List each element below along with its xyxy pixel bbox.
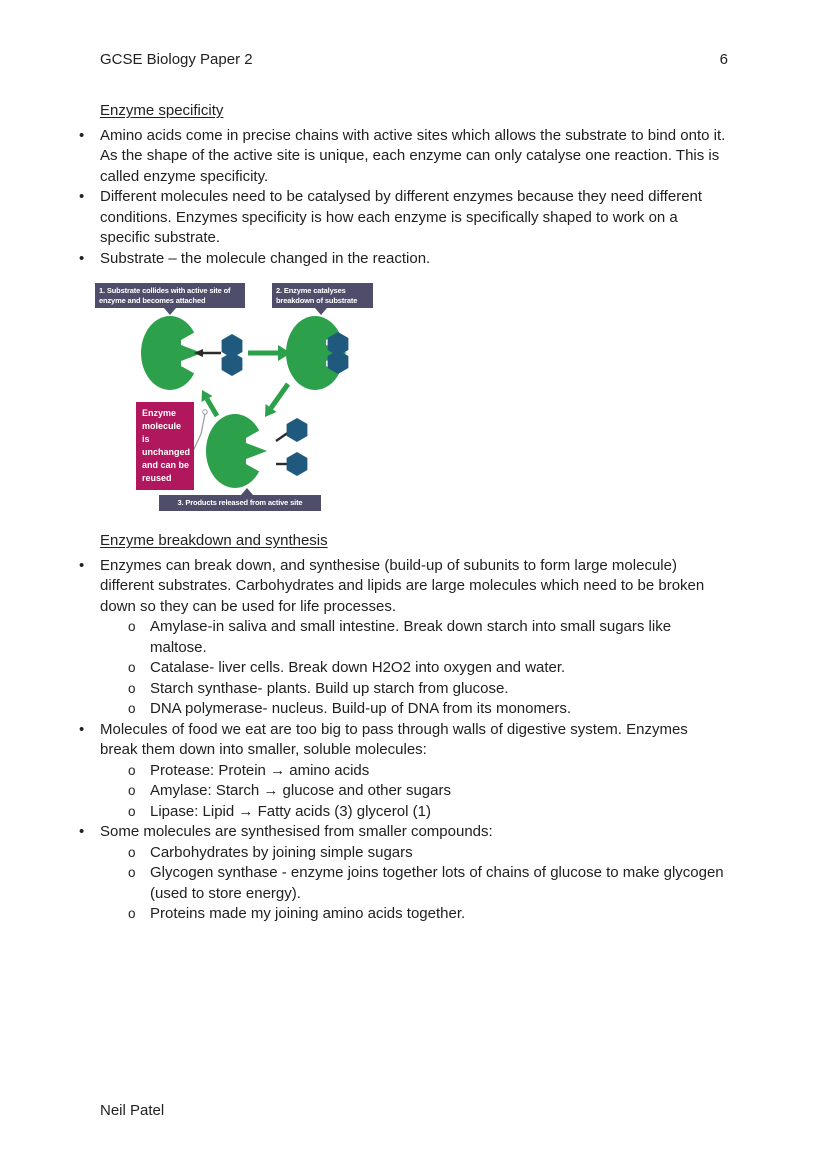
bullet-text: Molecules of food we eat are too big to … xyxy=(100,720,688,759)
bullet-text: Some molecules are synthesised from smal… xyxy=(100,823,493,840)
sub-bullet-item: Glycogen synthase - enzyme joins togethe… xyxy=(128,863,728,904)
sub-bullet-item: Catalase- liver cells. Break down H2O2 i… xyxy=(128,658,728,679)
bound-substrate-molecule xyxy=(327,332,349,374)
section-enzyme-specificity: Enzyme specificity Amino acids come in p… xyxy=(79,101,728,270)
header-title: GCSE Biology Paper 2 xyxy=(100,51,253,68)
diagram-step3-label: 3. Products released from active site xyxy=(159,495,321,511)
sub-bullet-list: Amylase-in saliva and small intestine. B… xyxy=(100,617,728,720)
sub-bullet-list: Carbohydrates by joining simple sugars G… xyxy=(100,843,728,925)
sub-bullet-item: Carbohydrates by joining simple sugars xyxy=(128,843,728,864)
arrow-step1-to-step2-icon xyxy=(248,345,291,361)
bullet-list: Enzymes can break down, and synthesise (… xyxy=(79,556,728,925)
arrow-step2-to-step3-icon xyxy=(265,382,291,417)
step1-pointer-icon xyxy=(164,308,176,315)
product-molecules xyxy=(286,418,308,476)
bullet-item: Amino acids come in precise chains with … xyxy=(79,126,728,188)
section-enzyme-breakdown-synthesis: Enzyme breakdown and synthesis Enzymes c… xyxy=(79,531,728,925)
bullet-list: Amino acids come in precise chains with … xyxy=(79,126,728,270)
bullet-item: Substrate – the molecule changed in the … xyxy=(79,249,728,270)
sub-bullet-item: Lipase: Lipid → Fatty acids (3) glycerol… xyxy=(128,802,728,823)
arrow-enzyme-reuse-icon xyxy=(201,390,220,418)
page-header: GCSE Biology Paper 2 6 xyxy=(100,50,728,71)
enzyme-diagram: 1. Substrate collides with active site o… xyxy=(95,283,395,515)
step2-pointer-icon xyxy=(315,308,327,315)
author-name: Neil Patel xyxy=(100,1102,165,1119)
sub-bullet-item: Proteins made my joining amino acids tog… xyxy=(128,904,728,925)
bullet-text: Enzymes can break down, and synthesise (… xyxy=(100,556,705,615)
step3-pointer-icon xyxy=(241,488,253,495)
callout-connector-icon xyxy=(192,409,208,452)
page-number: 6 xyxy=(719,51,728,68)
bullet-item: Enzymes can break down, and synthesise (… xyxy=(79,556,728,720)
diagram-callout: Enzyme molecule is unchanged and can be … xyxy=(136,402,194,490)
bullet-item: Different molecules need to be catalysed… xyxy=(79,187,728,249)
enzyme-3 xyxy=(206,414,269,488)
sub-bullet-item: Starch synthase- plants. Build up starch… xyxy=(128,679,728,700)
enzyme-diagram-canvas xyxy=(141,316,349,488)
diagram-step1-label: 1. Substrate collides with active site o… xyxy=(95,283,245,308)
enzyme-1 xyxy=(141,316,204,390)
section-heading: Enzyme breakdown and synthesis xyxy=(100,532,328,549)
sub-bullet-item: Amylase-in saliva and small intestine. B… xyxy=(128,617,728,658)
substrate-molecule xyxy=(221,334,243,376)
bullet-item: Some molecules are synthesised from smal… xyxy=(79,822,728,925)
page-footer: Neil Patel xyxy=(100,1101,164,1122)
sub-bullet-item: Amylase: Starch → glucose and other suga… xyxy=(128,781,728,802)
bullet-item: Molecules of food we eat are too big to … xyxy=(79,720,728,823)
sub-bullet-item: Protease: Protein → amino acids xyxy=(128,761,728,782)
arrow-substrate-to-enzyme-icon xyxy=(194,349,221,357)
sub-bullet-list: Protease: Protein → amino acids Amylase:… xyxy=(100,761,728,823)
section-heading: Enzyme specificity xyxy=(100,102,224,119)
diagram-step2-label: 2. Enzyme catalyses breakdown of substra… xyxy=(272,283,373,308)
sub-bullet-item: DNA polymerase- nucleus. Build-up of DNA… xyxy=(128,699,728,720)
